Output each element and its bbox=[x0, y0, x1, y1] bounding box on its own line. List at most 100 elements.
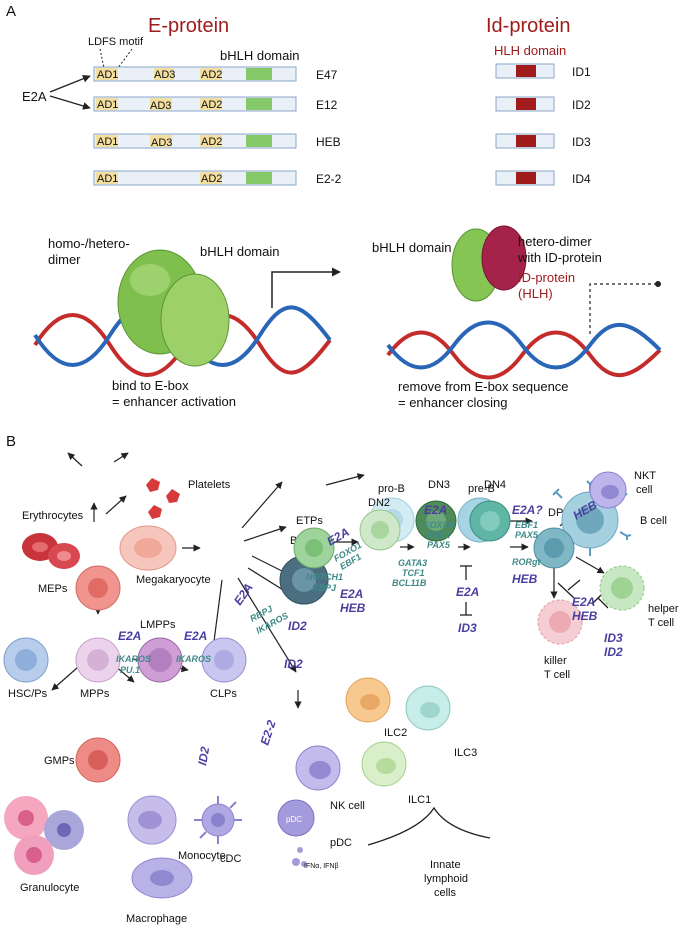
factor-tcf1: TCF1 bbox=[402, 568, 425, 578]
eprotein-name: E12 bbox=[316, 98, 338, 112]
ldfs-motif-label: LDFS motif bbox=[88, 36, 144, 48]
erythrocytes-icon bbox=[22, 533, 80, 569]
closing-pointer bbox=[589, 283, 656, 334]
factor-ebf1: EBF1 bbox=[515, 520, 538, 530]
nkt-label-2: cell bbox=[636, 484, 653, 496]
idprotein-row-id3: ID3 bbox=[495, 133, 591, 149]
eprotein-name: E2-2 bbox=[316, 172, 342, 186]
factor-e2a: E2A bbox=[118, 629, 141, 643]
dn3-label: DN3 bbox=[428, 479, 450, 491]
nkt-label: NKT bbox=[634, 470, 656, 482]
nk-icon bbox=[295, 745, 341, 791]
cdc-label: cDC bbox=[220, 853, 241, 865]
dimer-label: homo-/hetero- bbox=[48, 236, 130, 251]
factor-e2a: E2A bbox=[340, 587, 363, 601]
monocyte-label: Monocyte bbox=[178, 850, 226, 862]
remove-text: remove from E-box sequence bbox=[398, 379, 569, 394]
prob-label: pro-B bbox=[378, 483, 405, 495]
eprotein-row-e22: AD1 AD2 E2-2 bbox=[93, 170, 342, 186]
killer-tcell-icon bbox=[537, 599, 583, 645]
eprotein-name: E47 bbox=[316, 68, 338, 82]
ad2-label: AD2 bbox=[201, 173, 222, 185]
factor-id3: ID3 bbox=[458, 621, 477, 635]
innate-label-2: lymphoid bbox=[424, 873, 468, 885]
innate-label-3: cells bbox=[434, 887, 457, 899]
factor-gata3: GATA3 bbox=[398, 558, 427, 568]
hsc-icon bbox=[3, 637, 49, 683]
ad2-label: AD2 bbox=[201, 99, 222, 111]
etps-icon bbox=[293, 527, 335, 569]
factor-id2: ID2 bbox=[604, 645, 623, 659]
ilc1-icon bbox=[361, 741, 407, 787]
factor-e2a: E2A bbox=[231, 581, 256, 608]
bhlh-domain-label-3: bHLH domain bbox=[372, 240, 452, 255]
factor-bcl11b: BCL11B bbox=[392, 578, 427, 588]
dp-label: DP bbox=[548, 507, 563, 519]
meps-label: MEPs bbox=[38, 583, 68, 595]
dna-right-icon bbox=[386, 320, 662, 380]
factor-e2a: E2A bbox=[184, 629, 207, 643]
factor-e2a: E2A bbox=[456, 585, 479, 599]
eprotein-row-e47: AD1 AD3 AD2 E47 bbox=[93, 66, 338, 82]
megakaryocyte-label: Megakaryocyte bbox=[136, 574, 211, 586]
remove-text-2: = enhancer closing bbox=[398, 395, 508, 410]
factor-e2a: E2A bbox=[424, 503, 447, 517]
eprotein-name: HEB bbox=[316, 135, 341, 149]
dn3-icon bbox=[415, 500, 457, 542]
factor-pax5: PAX5 bbox=[515, 530, 539, 540]
mpps-icon bbox=[75, 637, 121, 683]
e2a-label: E2A bbox=[22, 89, 47, 104]
clps-icon bbox=[201, 637, 247, 683]
nk-label: NK cell bbox=[330, 800, 365, 812]
ilc3-label: ILC3 bbox=[454, 747, 477, 759]
ad3-label: AD3 bbox=[154, 69, 175, 81]
factor-pu1: PU.1 bbox=[120, 665, 140, 675]
macrophage-icon bbox=[131, 857, 193, 899]
ifn-label: IFNα, IFNβ bbox=[304, 863, 339, 870]
factor-ebf1: EBF1 bbox=[427, 530, 450, 540]
bhlh-domain-label: bHLH domain bbox=[220, 48, 300, 63]
clps-label: CLPs bbox=[210, 688, 237, 700]
mpps-label: MPPs bbox=[80, 688, 110, 700]
inhibition-marks bbox=[460, 565, 609, 616]
ldfs-pointer-2 bbox=[117, 48, 133, 69]
ilc3-icon bbox=[405, 685, 451, 731]
ad1-label: AD1 bbox=[97, 136, 118, 148]
dimer-label-2: dimer bbox=[48, 252, 81, 267]
granulocyte-icon bbox=[4, 796, 84, 875]
idprotein-label: ID-protein bbox=[518, 270, 575, 285]
dn2-label: DN2 bbox=[368, 497, 390, 509]
factor-id2: ID2 bbox=[195, 745, 212, 766]
innate-bracket bbox=[367, 806, 491, 846]
factor-heb: HEB bbox=[340, 601, 366, 615]
heterodimer-icon bbox=[451, 225, 527, 302]
factor-rorgt: RORgt bbox=[512, 557, 541, 567]
ilc1-label: ILC1 bbox=[408, 794, 431, 806]
idprotein-name: ID4 bbox=[572, 172, 591, 186]
factor-heb: HEB bbox=[572, 609, 598, 623]
idprotein-name: ID3 bbox=[572, 135, 591, 149]
ad2-label: AD2 bbox=[201, 136, 222, 148]
gmps-label: GMPs bbox=[44, 755, 75, 767]
macrophage-label: Macrophage bbox=[126, 913, 187, 925]
hlh-domain-label: HLH domain bbox=[494, 43, 566, 58]
meps-icon bbox=[75, 565, 121, 611]
factor-id2: ID2 bbox=[288, 619, 307, 633]
cdc-icon bbox=[194, 796, 242, 844]
pdc-icon: pDC bbox=[277, 799, 315, 867]
factor-id2: ID2 bbox=[284, 657, 303, 671]
pdc-inner-label: pDC bbox=[286, 815, 302, 824]
hetero-label-2: with ID-protein bbox=[517, 250, 602, 265]
factor-pax5: PAX5 bbox=[427, 540, 451, 550]
gmps-icon bbox=[75, 737, 121, 783]
ad1-label: AD1 bbox=[97, 69, 118, 81]
idprotein-row-id4: ID4 bbox=[495, 170, 591, 186]
protein-dimer-icon bbox=[117, 249, 230, 367]
factor-ikaros: IKAROS bbox=[116, 654, 151, 664]
ad3-label: AD3 bbox=[150, 100, 171, 112]
panel-a-label: A bbox=[6, 3, 16, 20]
megakaryocyte-icon bbox=[119, 525, 177, 571]
ad2-label: AD2 bbox=[201, 69, 222, 81]
bind-text: bind to E-box bbox=[112, 378, 189, 393]
idprotein-label-2: (HLH) bbox=[518, 286, 553, 301]
